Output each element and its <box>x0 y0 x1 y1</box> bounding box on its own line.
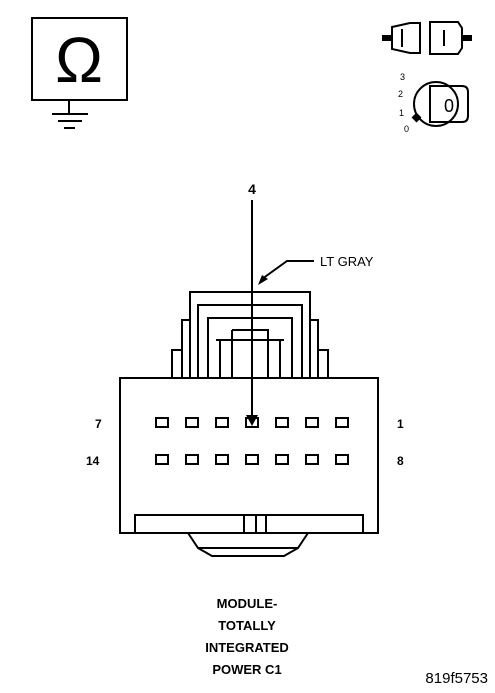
caption-line-4: POWER C1 <box>212 662 281 677</box>
row1-right-label: 1 <box>397 417 404 431</box>
probe-arrow-head <box>246 415 258 426</box>
figure-id: 819f5753 <box>425 670 488 687</box>
ignition-position-0: 0 <box>404 124 409 134</box>
connector-caption: MODULE- TOTALLY INTEGRATED POWER C1 <box>205 596 289 677</box>
caption-line-1: MODULE- <box>217 596 278 611</box>
ohm-icon: Ω <box>31 17 128 101</box>
connector-housing <box>119 291 379 557</box>
cavity-12 <box>215 454 229 465</box>
ground-icon <box>52 100 88 129</box>
cavity-9 <box>305 454 319 465</box>
cavity-7 <box>155 417 169 428</box>
cavity-3 <box>275 417 289 428</box>
cavity-6 <box>185 417 199 428</box>
pin-number: 4 <box>248 181 256 197</box>
cavity-8 <box>335 454 349 465</box>
cavity-row-1 <box>155 417 349 428</box>
cavity-2 <box>305 417 319 428</box>
cavity-11 <box>245 454 259 465</box>
caption-line-2: TOTALLY <box>218 618 276 633</box>
row1-left-label: 7 <box>95 417 102 431</box>
wire-color-label: LT GRAY <box>320 254 374 269</box>
row2-right-label: 8 <box>397 454 404 468</box>
cavity-row-2 <box>155 454 349 465</box>
cavity-10 <box>275 454 289 465</box>
ohm-symbol: Ω <box>55 24 103 96</box>
ignition-position-1: 1 <box>399 108 404 118</box>
connector-disconnected-icon <box>382 21 472 55</box>
cavity-1 <box>335 417 349 428</box>
ignition-key-icon: 3 2 1 0 0 <box>398 72 469 134</box>
wire-color-leader <box>261 260 314 280</box>
cavity-13 <box>185 454 199 465</box>
caption-line-3: INTEGRATED <box>205 640 289 655</box>
ignition-position-3: 3 <box>400 72 405 82</box>
cavity-14 <box>155 454 169 465</box>
ignition-position-2: 2 <box>398 89 403 99</box>
key-position-label: 0 <box>444 96 454 116</box>
cavity-4 <box>245 417 259 428</box>
cavity-5 <box>215 417 229 428</box>
row2-left-label: 14 <box>86 454 100 468</box>
